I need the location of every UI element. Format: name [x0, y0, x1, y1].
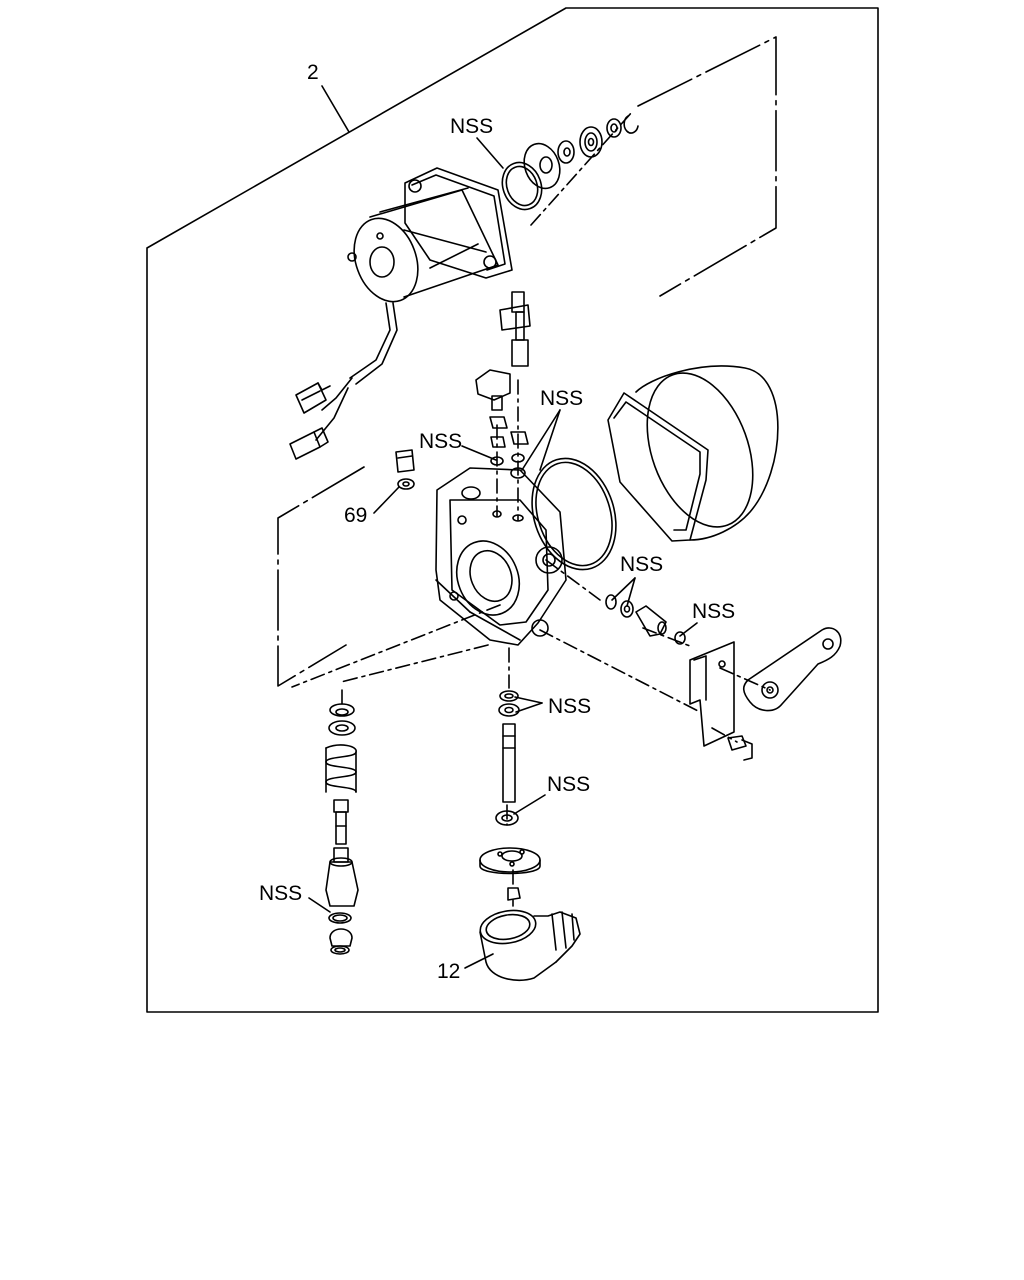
leader-lines	[309, 86, 697, 968]
motor-connector-lower	[290, 428, 328, 459]
motor-connector-upper	[296, 383, 330, 413]
housing-cover	[608, 358, 778, 541]
valve-seat	[330, 929, 352, 946]
side-washer-2	[621, 601, 633, 617]
valve-washer	[329, 721, 355, 735]
motor-oring	[496, 157, 548, 215]
valve-retainer	[330, 704, 354, 716]
hose-fitting-elbow	[476, 370, 510, 410]
callout-nss-lever-washer: NSS	[692, 600, 736, 623]
electric-motor	[316, 168, 512, 440]
callout-part-2: 2	[307, 61, 319, 84]
motor-subassembly-bracket	[638, 37, 776, 296]
valve-body	[326, 848, 358, 906]
valve-spring	[326, 745, 356, 792]
plug-washer-69	[398, 479, 414, 489]
callout-nss-lower-washers: NSS	[548, 695, 592, 718]
motor-bearing	[580, 127, 602, 157]
fitting-nuts	[490, 417, 528, 447]
motor-washer	[607, 119, 621, 137]
hose-fitting-upper	[500, 292, 530, 366]
shaft-seal	[496, 811, 518, 825]
valve-stem	[334, 800, 348, 844]
motor-spacer	[558, 141, 574, 163]
drain-plug	[396, 450, 414, 472]
drive-shaft	[503, 724, 515, 802]
housing-oring	[518, 447, 629, 580]
valve-oring	[329, 913, 351, 923]
callout-nss-right-group: NSS	[540, 387, 584, 410]
outlet-elbow-12	[478, 906, 580, 980]
housing-bracket	[278, 467, 364, 686]
impeller-disc	[480, 848, 540, 874]
callout-part-12: 12	[437, 960, 461, 983]
pump-housing	[436, 468, 566, 645]
callout-nss-washer-mid: NSS	[419, 430, 463, 453]
shaft-washer-2	[499, 704, 519, 716]
explode-lines	[292, 112, 770, 886]
bracket-bolt	[728, 736, 752, 760]
impeller-screw	[508, 888, 520, 906]
shaft-washer-1	[500, 691, 518, 701]
callout-nss-oring-top: NSS	[450, 115, 494, 138]
assembly-frame	[147, 8, 878, 1012]
motor-snap-ring	[624, 116, 638, 133]
callout-nss-valve-oring: NSS	[259, 882, 303, 905]
control-lever	[744, 628, 841, 711]
fitting-washers	[491, 454, 525, 478]
callout-nss-side-washers: NSS	[620, 553, 664, 576]
lever-washer	[675, 632, 685, 644]
motor-end-plate	[518, 139, 566, 194]
callout-nss-shaft-seal: NSS	[547, 773, 591, 796]
valve-snap-ring	[331, 946, 349, 954]
side-pin	[636, 606, 666, 636]
callout-part-69: 69	[344, 504, 368, 527]
side-washer-1	[606, 595, 616, 609]
mounting-bracket	[690, 642, 734, 746]
